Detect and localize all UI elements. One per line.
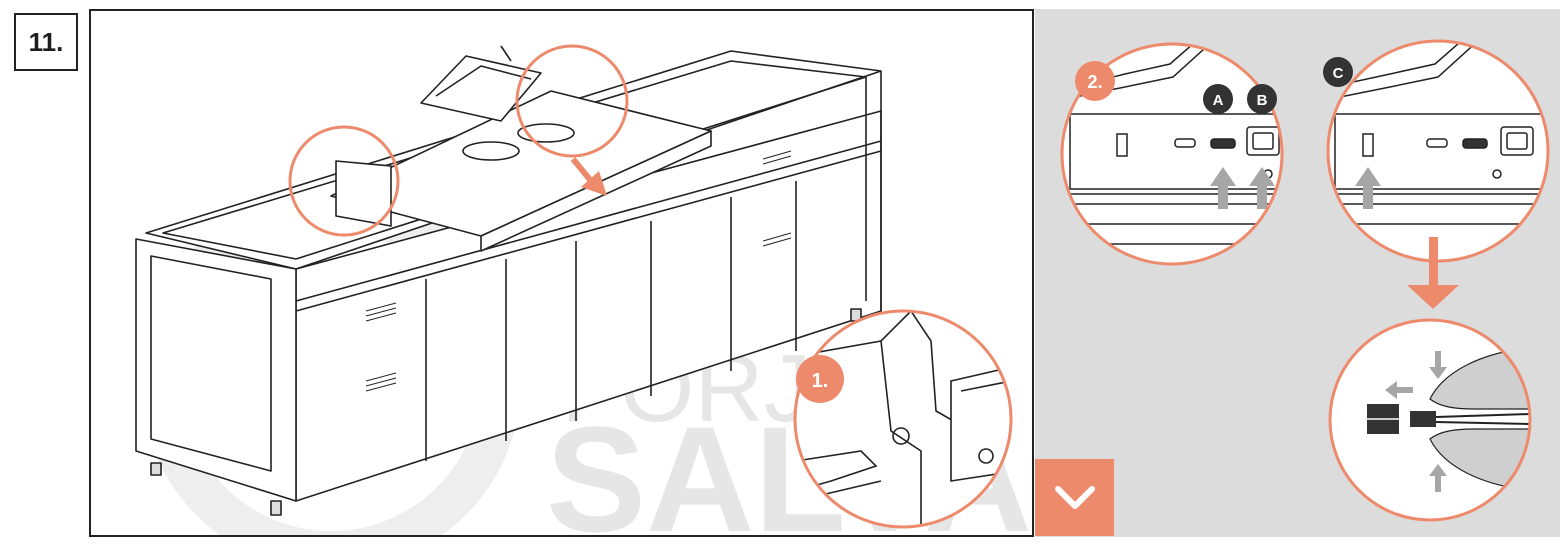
connector-details: 2. A B (1060, 39, 1550, 522)
chevron-down-icon (1054, 485, 1095, 509)
slide-arrow (570, 157, 607, 196)
port-label-a: A (1213, 92, 1224, 109)
port-badge-c (1323, 57, 1353, 87)
highlight-circle-left (288, 125, 400, 237)
highlight-circle-top (515, 44, 629, 158)
main-illustration-panel: FORJAS SALVA (89, 9, 1034, 537)
expand-toggle-button[interactable] (1035, 459, 1114, 536)
insert-arrow-c (1355, 167, 1381, 209)
detail-zoom-2: 2. A B (1060, 42, 1284, 266)
machine-illustration: FORJAS SALVA (135, 44, 1032, 535)
step-number: 11. (14, 13, 78, 71)
callout-badge-1 (796, 355, 844, 403)
port-label-b: B (1257, 92, 1268, 109)
callout-badge-2 (1075, 61, 1115, 101)
insert-arrows-ab (1210, 167, 1275, 209)
squeeze-arrows (1385, 351, 1447, 492)
port-label-c: C (1333, 65, 1344, 82)
down-arrow (1407, 237, 1459, 309)
port-badge-a (1203, 84, 1233, 114)
detail-zoom-c: C (1323, 39, 1550, 263)
detail-zoom-1: 1. (793, 309, 1013, 529)
callout-label-1: 1. (812, 370, 829, 392)
detail-connector (1328, 318, 1532, 522)
detail-side-panel: 2. A B (1035, 9, 1560, 537)
callout-label-2: 2. (1087, 72, 1102, 92)
port-badge-b (1247, 84, 1277, 114)
